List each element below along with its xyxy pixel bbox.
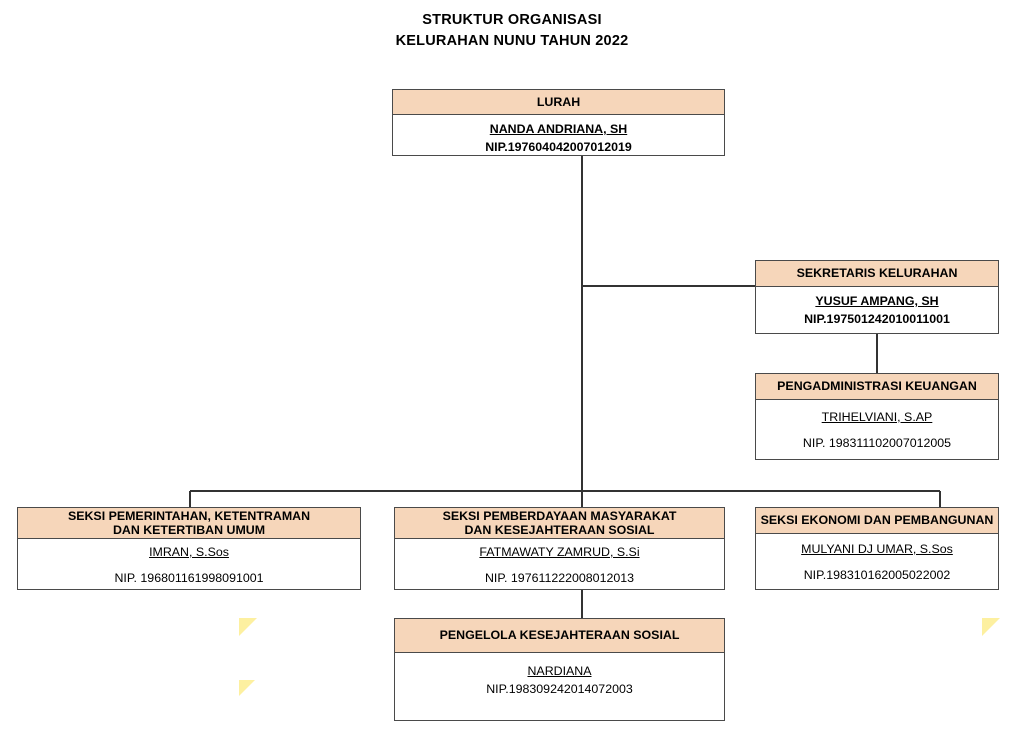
node-seksi-pemberdayaan-role-line-2: DAN KESEJAHTERAAN SOSIAL xyxy=(464,523,655,537)
node-lurah-body: NANDA ANDRIANA, SH NIP.19760404200701201… xyxy=(393,115,724,155)
node-seksi-ekonomi-role: SEKSI EKONOMI DAN PEMBANGUNAN xyxy=(756,508,998,534)
node-pengadministrasi-body: TRIHELVIANI, S.AP NIP. 19831110200701200… xyxy=(756,400,998,459)
node-seksi-pemerintahan[interactable]: SEKSI PEMERINTAHAN, KETENTRAMAN DAN KETE… xyxy=(17,507,361,590)
node-seksi-pemberdayaan-body: FATMAWATY ZAMRUD, S.Si NIP. 197611222008… xyxy=(395,539,724,589)
node-lurah-name: NANDA ANDRIANA, SH xyxy=(489,122,628,136)
node-pengadministrasi-name: TRIHELVIANI, S.AP xyxy=(821,410,933,424)
node-pengelola-body: NARDIANA NIP.198309242014072003 xyxy=(395,653,724,720)
node-lurah[interactable]: LURAH NANDA ANDRIANA, SH NIP.19760404200… xyxy=(392,89,725,156)
page-title: STRUKTUR ORGANISASI KELURAHAN NUNU TAHUN… xyxy=(0,10,1024,52)
node-seksi-pemberdayaan-nip: NIP. 197611222008012013 xyxy=(484,571,635,585)
node-pengelola-nip: NIP.198309242014072003 xyxy=(486,682,633,696)
node-pengadministrasi-nip: NIP. 198311102007012005 xyxy=(802,436,952,450)
node-seksi-pemberdayaan-name: FATMAWATY ZAMRUD, S.Si xyxy=(479,545,640,559)
node-pengadministrasi-role: PENGADMINISTRASI KEUANGAN xyxy=(756,374,998,400)
node-seksi-pemberdayaan-role: SEKSI PEMBERDAYAAN MASYARAKAT DAN KESEJA… xyxy=(395,508,724,539)
node-lurah-role: LURAH xyxy=(393,90,724,115)
node-pengadministrasi-keuangan[interactable]: PENGADMINISTRASI KEUANGAN TRIHELVIANI, S… xyxy=(755,373,999,460)
node-seksi-pemerintahan-role-line-1: SEKSI PEMERINTAHAN, KETENTRAMAN xyxy=(67,509,311,523)
title-line-1: STRUKTUR ORGANISASI xyxy=(422,12,602,28)
node-seksi-pemberdayaan[interactable]: SEKSI PEMBERDAYAAN MASYARAKAT DAN KESEJA… xyxy=(394,507,725,590)
node-pengelola-name: NARDIANA xyxy=(527,664,592,678)
node-seksi-pemerintahan-name: IMRAN, S.Sos xyxy=(149,545,229,559)
node-sekretaris-nip: NIP.197501242010011001 xyxy=(804,312,950,326)
node-sekretaris-name: YUSUF AMPANG, SH xyxy=(815,294,939,308)
node-seksi-ekonomi-body: MULYANI DJ UMAR, S.Sos NIP.1983101620050… xyxy=(756,534,998,589)
node-seksi-pemerintahan-role-line-2: DAN KETERTIBAN UMUM xyxy=(112,523,266,537)
artifact-triangle-right xyxy=(982,618,1000,636)
node-lurah-nip: NIP.197604042007012019 xyxy=(485,140,632,154)
artifact-triangle-left-upper xyxy=(239,618,257,636)
node-seksi-pemerintahan-body: IMRAN, S.Sos NIP. 196801161998091001 xyxy=(18,539,360,589)
node-sekretaris-role: SEKRETARIS KELURAHAN xyxy=(756,261,998,287)
node-seksi-pemerintahan-role: SEKSI PEMERINTAHAN, KETENTRAMAN DAN KETE… xyxy=(18,508,360,539)
node-seksi-ekonomi-name: MULYANI DJ UMAR, S.Sos xyxy=(801,542,953,556)
title-line-2: KELURAHAN NUNU TAHUN 2022 xyxy=(395,33,629,49)
node-pengelola-role: PENGELOLA KESEJAHTERAAN SOSIAL xyxy=(395,619,724,653)
node-sekretaris-body: YUSUF AMPANG, SH NIP.197501242010011001 xyxy=(756,287,998,333)
node-pengelola-kesejahteraan[interactable]: PENGELOLA KESEJAHTERAAN SOSIAL NARDIANA … xyxy=(394,618,725,721)
artifact-triangle-left-lower xyxy=(239,680,255,696)
node-seksi-ekonomi-nip: NIP.198310162005022002 xyxy=(803,568,951,582)
node-seksi-ekonomi[interactable]: SEKSI EKONOMI DAN PEMBANGUNAN MULYANI DJ… xyxy=(755,507,999,590)
node-seksi-pemberdayaan-role-line-1: SEKSI PEMBERDAYAAN MASYARAKAT xyxy=(442,509,677,523)
node-seksi-pemerintahan-nip: NIP. 196801161998091001 xyxy=(114,571,264,585)
node-sekretaris-kelurahan[interactable]: SEKRETARIS KELURAHAN YUSUF AMPANG, SH NI… xyxy=(755,260,999,334)
